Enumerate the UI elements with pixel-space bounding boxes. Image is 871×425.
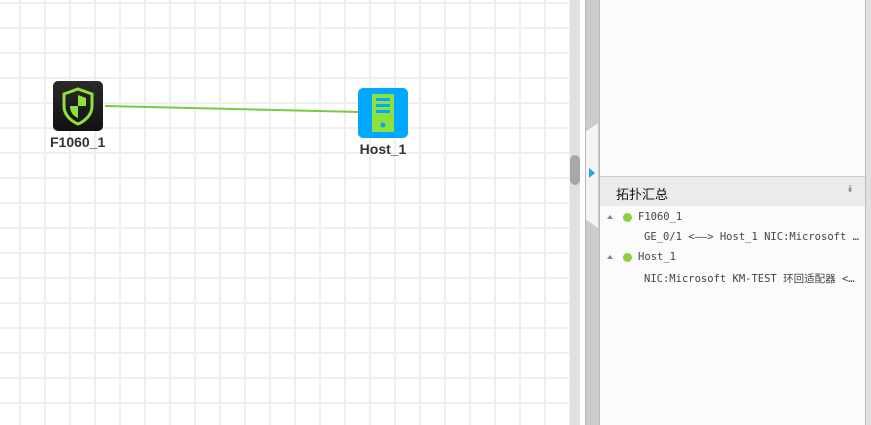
tree-link-item[interactable]: NIC:Microsoft KM-TEST 环回适配器 <… (600, 271, 865, 286)
panel-header: 拓扑汇总 ⯯ (600, 176, 865, 206)
scrollbar-thumb[interactable] (570, 155, 580, 185)
node-label: F1060_1 (50, 134, 106, 150)
tree-item-host[interactable]: Host_1 (600, 251, 865, 263)
device-name: F1060_1 (638, 211, 683, 223)
node-host[interactable]: Host_1 (358, 88, 408, 157)
link-f1060-host[interactable] (0, 0, 570, 425)
collapse-panel-tab[interactable] (586, 123, 598, 228)
link-text: NIC:Microsoft KM-TEST 环回适配器 <… (644, 273, 855, 285)
collapse-icon[interactable]: ⯯ (847, 184, 853, 195)
arrow-right-icon (589, 168, 595, 178)
server-icon (358, 88, 408, 138)
node-label: Host_1 (359, 141, 407, 157)
canvas-scrollbar[interactable] (570, 0, 580, 425)
device-name: Host_1 (638, 251, 676, 263)
link-text: GE_0/1 <——> Host_1 NIC:Microsoft … (644, 231, 859, 243)
tree-item-f1060[interactable]: F1060_1 (600, 211, 865, 223)
firewall-icon (52, 81, 103, 131)
panel-title: 拓扑汇总 (616, 187, 669, 202)
panel-scrollbar[interactable] (866, 0, 871, 425)
topology-summary-panel: 拓扑汇总 ⯯ F1060_1 GE_0/1 <——> Host_1 NIC:Mi… (600, 0, 866, 425)
tree-link-item[interactable]: GE_0/1 <——> Host_1 NIC:Microsoft … (600, 231, 865, 243)
status-dot (623, 252, 632, 262)
expand-icon[interactable] (607, 254, 613, 259)
topology-canvas[interactable]: F1060_1 Host_1 (0, 0, 570, 425)
node-f1060[interactable]: F1060_1 (50, 81, 105, 150)
expand-icon[interactable] (607, 214, 613, 219)
status-dot (623, 212, 632, 222)
